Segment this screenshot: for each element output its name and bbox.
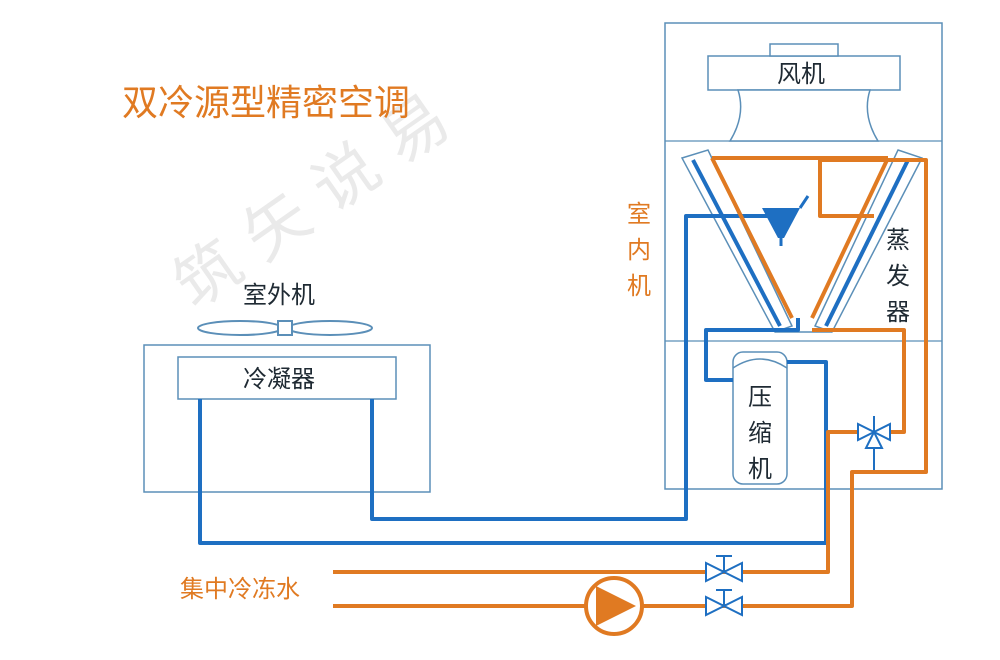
indoor-label-1: 室 <box>627 200 651 228</box>
refrigerant-lines <box>198 159 910 545</box>
evaporator-label-1: 蒸 <box>886 226 910 254</box>
pump-icon <box>584 576 644 636</box>
gate-valve-icon <box>705 555 743 583</box>
diagram-title: 双冷源型精密空调 <box>122 83 410 124</box>
fan-icon <box>197 320 373 336</box>
compressor <box>732 351 788 485</box>
chilled-water-lines <box>333 156 928 608</box>
evaporator-label-3: 器 <box>886 298 910 326</box>
condenser-box <box>177 356 397 400</box>
indoor-label-3: 机 <box>627 272 651 300</box>
fan-label: 风机 <box>777 60 825 88</box>
indoor-unit-box <box>664 22 943 490</box>
outdoor-unit-box <box>143 344 431 493</box>
expansion-valve-icon <box>762 195 810 246</box>
three-way-valve-icon <box>857 416 891 470</box>
outdoor-unit-label: 室外机 <box>243 281 315 309</box>
condenser-label: 冷凝器 <box>243 365 315 393</box>
chilled-water-label: 集中冷冻水 <box>180 575 300 603</box>
compressor-label-1: 压 <box>748 383 772 411</box>
evaporator-label-2: 发 <box>886 262 910 290</box>
indoor-fan <box>707 43 901 142</box>
compressor-label-2: 缩 <box>748 419 772 447</box>
compressor-label-3: 机 <box>748 455 772 483</box>
indoor-label-2: 内 <box>627 236 651 264</box>
gate-valve-icon <box>705 589 743 617</box>
